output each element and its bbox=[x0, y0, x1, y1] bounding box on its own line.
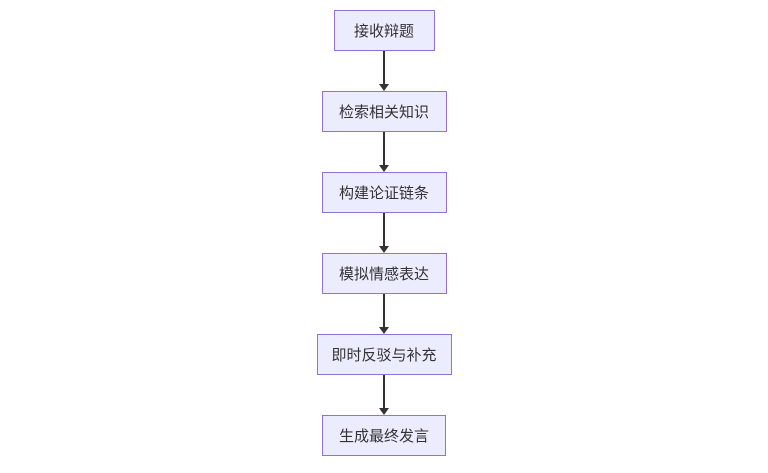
arrow-line bbox=[383, 375, 385, 408]
arrow-head-icon bbox=[379, 84, 389, 91]
flow-arrow bbox=[379, 294, 389, 334]
flow-arrow bbox=[379, 375, 389, 415]
arrow-line bbox=[383, 294, 385, 327]
arrow-line bbox=[383, 213, 385, 246]
arrow-head-icon bbox=[379, 165, 389, 172]
flow-node-simulate-emotion: 模拟情感表达 bbox=[321, 253, 447, 294]
arrow-line bbox=[383, 132, 385, 165]
flow-node-search-knowledge: 检索相关知识 bbox=[321, 91, 447, 132]
flow-arrow bbox=[379, 132, 389, 172]
flowchart-column: 接收辩题 检索相关知识 构建论证链条 模拟情感表达 即时反驳与补充 生成最终发言 bbox=[0, 10, 768, 456]
flow-node-rebuttal-supplement: 即时反驳与补充 bbox=[316, 334, 452, 375]
arrow-head-icon bbox=[379, 246, 389, 253]
flow-arrow bbox=[379, 51, 389, 91]
arrow-line bbox=[383, 51, 385, 84]
flow-node-receive-topic: 接收辩题 bbox=[333, 10, 435, 51]
arrow-head-icon bbox=[379, 327, 389, 334]
flow-node-build-argument-chain: 构建论证链条 bbox=[321, 172, 447, 213]
arrow-head-icon bbox=[379, 408, 389, 415]
flow-arrow bbox=[379, 213, 389, 253]
flow-node-generate-final-speech: 生成最终发言 bbox=[322, 415, 446, 456]
